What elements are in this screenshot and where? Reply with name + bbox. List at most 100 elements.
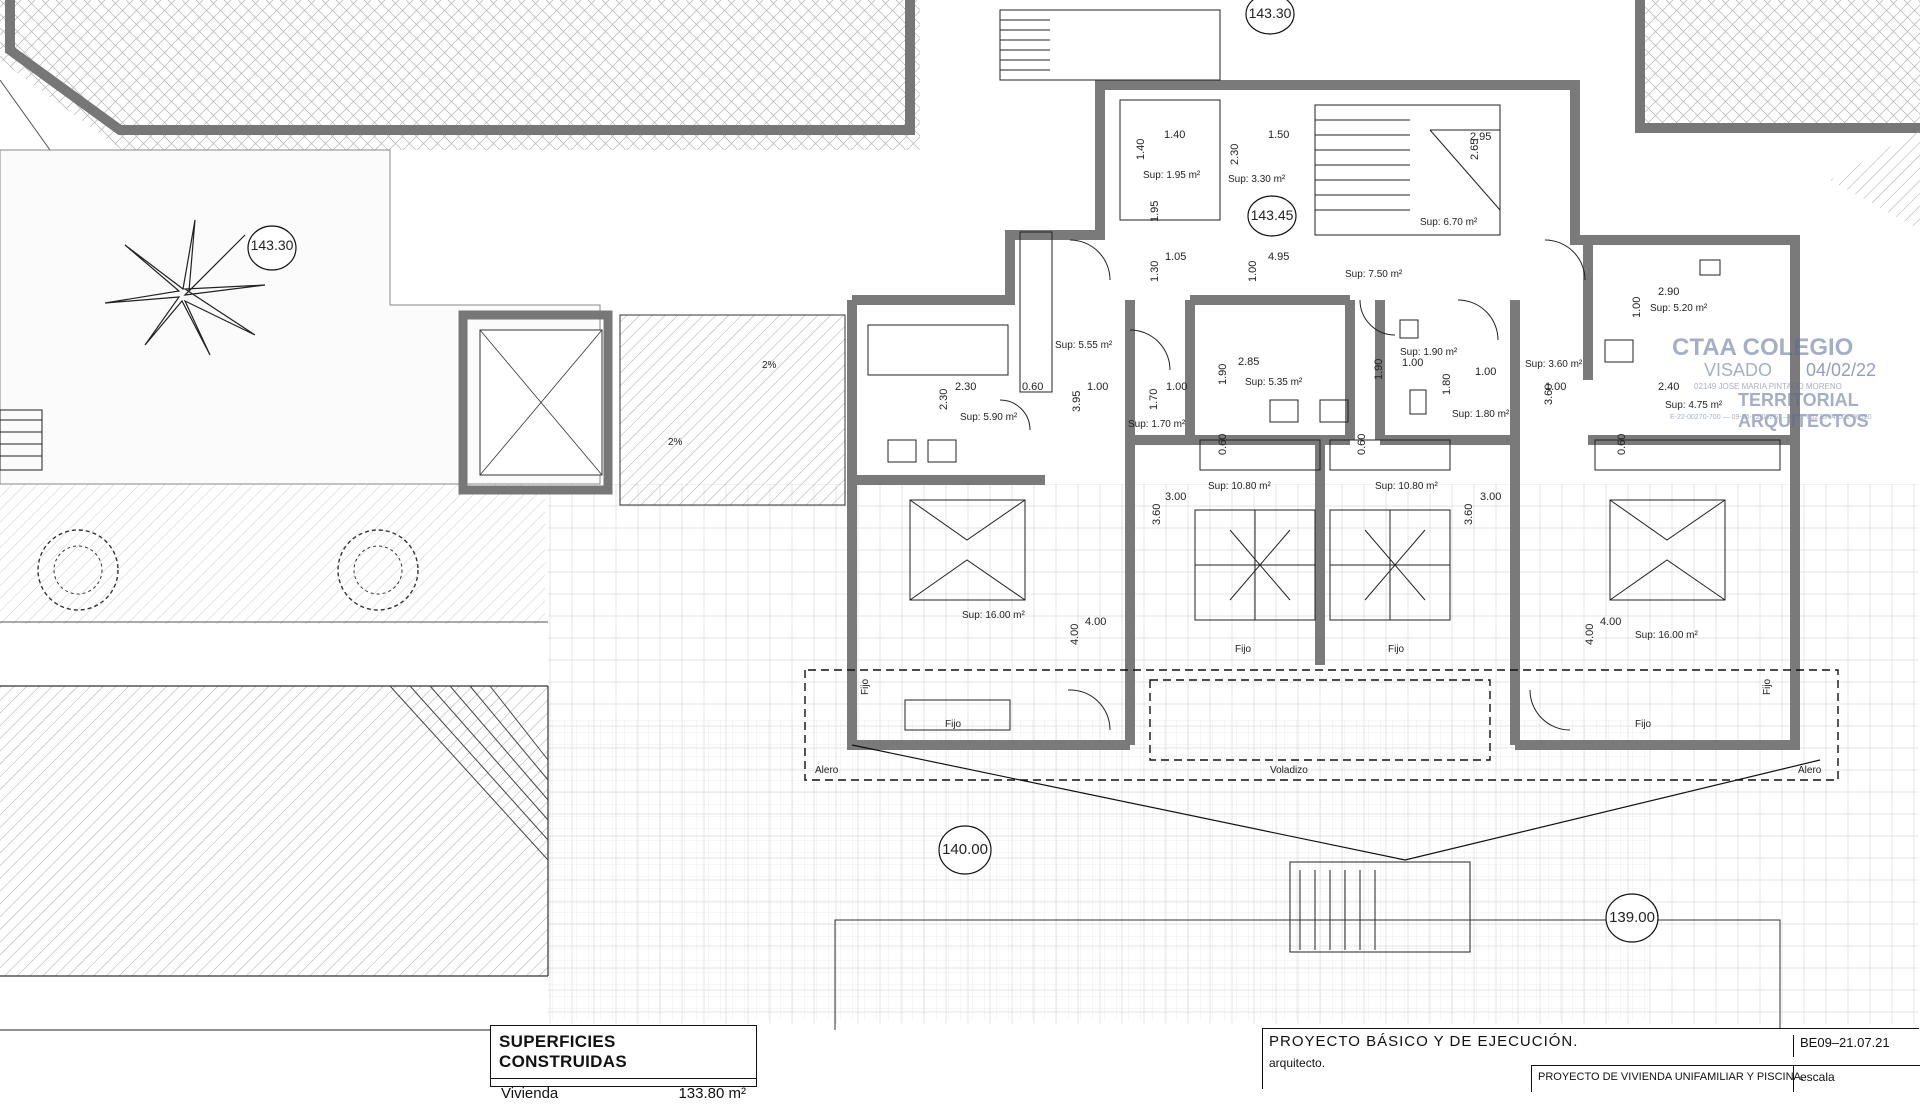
dim-1-70: 1.70 (1148, 389, 1160, 410)
stair-steps (1315, 119, 1501, 211)
dim-3-60: 3.60 (1543, 384, 1555, 405)
bed-left (909, 499, 1026, 601)
lower-terrace-paving (548, 720, 1648, 1020)
dim-1-80: 1.80 (1441, 374, 1453, 395)
dim-4-00-d: 4.00 (1584, 624, 1596, 645)
shrub-2 (337, 529, 419, 611)
area-bed-center-left: Sup: 10.80 m² (1208, 481, 1271, 492)
dim-1-30: 1.30 (1149, 261, 1161, 282)
stamp-codes: E-22-00270-700 — 09-04-22/00270 — E22-00… (1670, 414, 1872, 421)
label-fijo-5: Fijo (1635, 719, 1652, 730)
stair-steps-top (1000, 19, 1050, 71)
dim-3-60-b: 3.60 (1151, 504, 1163, 525)
light-well-right (619, 314, 846, 506)
area-bath-center: Sup: 5.35 m² (1245, 377, 1303, 388)
area-lift: Sup: 1.95 m² (1143, 170, 1201, 181)
label-fijo-4: Fijo (1388, 644, 1405, 655)
area-pass-left: Sup: 1.70 m² (1128, 419, 1186, 430)
dim-1-00-d: 1.00 (1402, 357, 1423, 369)
svg-text:143.45: 143.45 (1251, 207, 1294, 223)
dim-1-00-e: 1.00 (1475, 366, 1496, 378)
dim-2-30-c: 2.30 (938, 389, 950, 410)
dim-3-00-a: 3.00 (1165, 491, 1186, 503)
palm-tree (104, 219, 266, 356)
garden-bed-top-right (1635, 0, 1920, 230)
roof-overhang (804, 669, 1839, 781)
superficies-row-label: Vivienda (501, 1085, 559, 1102)
level-marker-top-center: 143.30 (1245, 0, 1295, 35)
project-code: BE09–21.07.21 (1793, 1035, 1890, 1057)
bed-right (1609, 499, 1726, 601)
dim-1-90: 1.90 (1217, 364, 1229, 385)
superficies-row-value: 133.80 m² (678, 1085, 746, 1102)
dim-1-05: 1.05 (1165, 251, 1186, 263)
dim-0-60-d: 0.60 (1616, 434, 1628, 455)
dim-0-60-c: 0.60 (1356, 434, 1368, 455)
area-hall: Sup: 7.50 m² (1345, 269, 1403, 280)
label-fijo-2: Fijo (945, 719, 962, 730)
level-marker-landing: 143.45 (1247, 195, 1297, 237)
stamp-architect: 02149 JOSE MARIA PINTADO MORENO (1694, 382, 1842, 391)
area-bed-center-right: Sup: 10.80 m² (1375, 481, 1438, 492)
svg-text:139.00: 139.00 (1609, 909, 1655, 926)
level-marker-lower-right: 139.00 (1605, 893, 1659, 943)
dim-2-90: 2.90 (1658, 286, 1679, 298)
dim-1-50: 1.50 (1268, 129, 1289, 141)
stamp-date: 04/02/22 (1806, 360, 1877, 380)
area-dress-left: Sup: 5.55 m² (1055, 340, 1113, 351)
label-fijo-6: Fijo (1762, 678, 1773, 695)
shrub-1 (37, 529, 119, 611)
dim-0-60: 0.60 (1022, 381, 1043, 393)
superficies-row: Vivienda 133.80 m² (491, 1079, 756, 1108)
dim-1-00-f: 1.00 (1631, 297, 1643, 318)
dim-1-00-c: 1.00 (1166, 381, 1187, 393)
project-title: PROYECTO BÁSICO Y DE EJECUCIÓN. (1269, 1033, 1579, 1050)
architect-label: arquitecto. (1269, 1056, 1326, 1070)
area-bath-right: Sup: 5.20 m² (1650, 303, 1708, 314)
svg-text:143.30: 143.30 (251, 237, 294, 253)
house-walls (847, 80, 1800, 750)
svg-text:143.30: 143.30 (1249, 5, 1292, 21)
label-fijo-3: Fijo (1235, 644, 1252, 655)
superficies-table: SUPERFICIES CONSTRUIDAS Vivienda 133.80 … (490, 1025, 757, 1102)
area-wc: Sup: 1.90 m² (1400, 347, 1458, 358)
label-alero-right: Alero (1798, 765, 1822, 776)
dim-2-30: 2.30 (1229, 144, 1241, 165)
dim-3-60-c: 3.60 (1463, 504, 1475, 525)
dim-0-60-b: 0.60 (1217, 434, 1229, 455)
dim-1-40: 1.40 (1164, 129, 1185, 141)
project-description: PROYECTO DE VIVIENDA UNIFAMILIAR Y PISCI… (1531, 1065, 1804, 1092)
dim-2-30-b: 2.30 (955, 381, 976, 393)
dim-1-00-b: 1.00 (1087, 381, 1108, 393)
stamp-sub: TERRITORIAL ARQUITECTOS (1738, 390, 1869, 431)
garden-left (0, 149, 601, 624)
svg-text:140.00: 140.00 (942, 841, 988, 858)
pool-area (0, 685, 549, 977)
floor-plan-drawing: 143.30 143.30 143.45 140.00 139.00 Sup: … (0, 0, 1920, 1031)
stamp-visado: VISADO (1704, 360, 1773, 380)
label-slope-1: 2% (762, 360, 777, 371)
superficies-title: SUPERFICIES CONSTRUIDAS (491, 1026, 756, 1079)
dim-1-40-v: 1.40 (1135, 139, 1147, 160)
area-pass-right: Sup: 1.80 m² (1452, 409, 1510, 420)
terrace-edge (834, 919, 1781, 1030)
area-hall-right: Sup: 3.60 m² (1525, 359, 1583, 370)
area-bath-left: Sup: 5.90 m² (960, 412, 1018, 423)
dim-2-85: 2.85 (1238, 356, 1259, 368)
label-voladizo: Voladizo (1270, 765, 1308, 776)
light-well-left (458, 310, 613, 495)
area-landing: Sup: 3.30 m² (1228, 174, 1286, 185)
dim-1-00-a: 1.00 (1247, 261, 1259, 282)
level-marker-top-left: 143.30 (247, 225, 297, 271)
label-alero-left: Alero (815, 765, 839, 776)
label-fijo-1: Fijo (860, 678, 871, 695)
roof-outline (851, 744, 1821, 861)
label-slope-2: 2% (668, 437, 683, 448)
dim-1-90-b: 1.90 (1373, 359, 1385, 380)
level-marker-terrace: 140.00 (938, 825, 992, 875)
dim-3-95: 3.95 (1071, 391, 1083, 412)
dim-3-00-b: 3.00 (1480, 491, 1501, 503)
area-bed-left: Sup: 16.00 m² (962, 610, 1025, 621)
area-bed-right: Sup: 16.00 m² (1635, 630, 1698, 641)
dim-2-40: 2.40 (1658, 381, 1679, 393)
